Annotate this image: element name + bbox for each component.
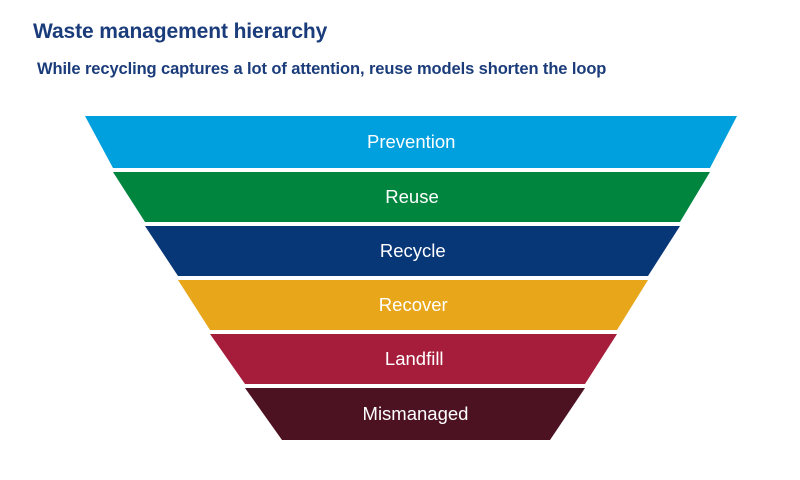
funnel-segment-prevention[interactable]: [85, 116, 737, 168]
chart-subtitle: While recycling captures a lot of attent…: [37, 60, 607, 78]
funnel-label-mismanaged: Mismanaged: [363, 403, 469, 424]
funnel-segment-landfill[interactable]: [210, 334, 617, 384]
funnel-label-recycle: Recycle: [380, 240, 446, 261]
page-title: Waste management hierarchy: [33, 20, 328, 43]
funnel-stage-group: PreventionReuseRecycleRecoverLandfillMis…: [85, 116, 737, 440]
funnel-segment-recycle[interactable]: [145, 226, 680, 276]
funnel-segment-reuse[interactable]: [113, 172, 710, 222]
chart-header: Waste management hierarchy While recycli…: [0, 0, 800, 100]
funnel-label-recover: Recover: [379, 294, 448, 315]
funnel-label-reuse: Reuse: [385, 186, 438, 207]
funnel-label-landfill: Landfill: [385, 348, 444, 369]
funnel-segment-recover[interactable]: [178, 280, 648, 330]
funnel-label-prevention: Prevention: [367, 131, 455, 152]
funnel-segment-mismanaged[interactable]: [245, 388, 585, 440]
